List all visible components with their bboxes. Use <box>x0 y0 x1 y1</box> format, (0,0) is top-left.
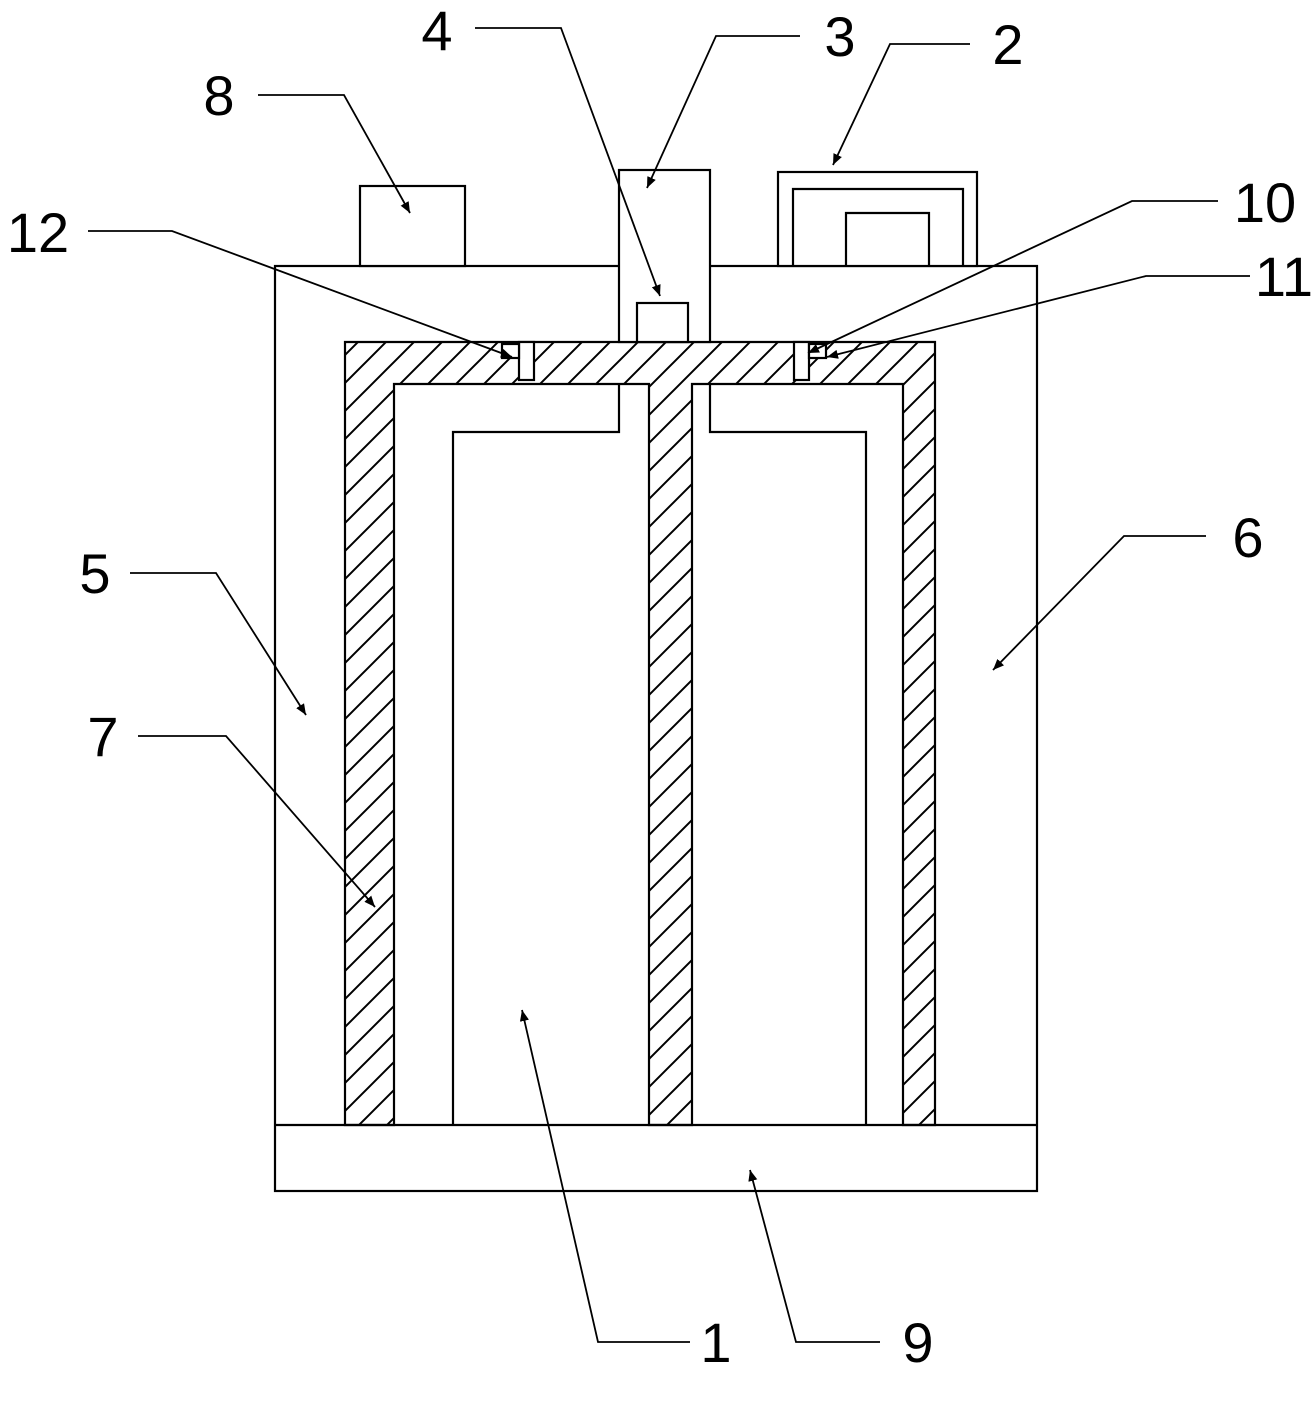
callout-label-12: 12 <box>7 201 69 264</box>
small-connector-block <box>637 303 688 342</box>
leader-line-5 <box>130 573 306 715</box>
left-cell-outline <box>453 384 619 1125</box>
callout-label-9: 9 <box>902 1311 933 1374</box>
callout-label-5: 5 <box>79 542 110 605</box>
callout-label-10: 10 <box>1234 171 1296 234</box>
callout-label-6: 6 <box>1232 506 1263 569</box>
callout-label-7: 7 <box>87 705 118 768</box>
callout-label-11: 11 <box>1255 245 1313 308</box>
callout-label-4: 4 <box>421 0 452 62</box>
left-clip-fitting <box>519 342 534 380</box>
leader-line-6 <box>993 536 1206 670</box>
leader-line-9 <box>750 1170 880 1342</box>
callout-label-8: 8 <box>203 64 234 127</box>
callout-label-2: 2 <box>992 13 1023 76</box>
right-terminal-outer <box>778 172 977 266</box>
callout-label-1: 1 <box>700 1311 731 1374</box>
right-clip-fitting <box>794 342 809 380</box>
callout-label-3: 3 <box>824 5 855 68</box>
right-cell-outline <box>710 384 866 1125</box>
leader-line-3 <box>647 36 800 188</box>
left-top-cap <box>360 186 465 266</box>
hatched-liner <box>345 342 935 1125</box>
leader-line-7 <box>138 736 375 907</box>
